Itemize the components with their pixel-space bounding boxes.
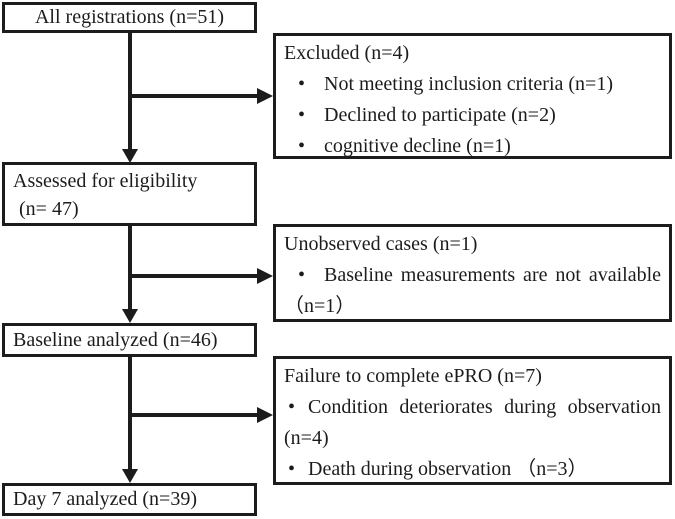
failure-item-2: • Death during observation （n=3）: [284, 454, 661, 485]
bullet-icon: •: [288, 396, 296, 418]
failure-item-1: • Condition deteriorates during observati…: [284, 392, 661, 423]
box-unobserved-title: Unobserved cases (n=1): [284, 233, 478, 255]
branch-line-excluded: [128, 94, 258, 98]
failure-item-2-text: Death during observation （n=3）: [308, 458, 588, 480]
box-failure-title: Failure to complete ePRO (n=7): [284, 365, 542, 387]
arrow-right-icon: [257, 407, 273, 423]
unobserved-item-1-continuation: （n=1）: [284, 295, 356, 317]
branch-line-failure: [128, 413, 258, 417]
excluded-item-1: • Not meeting inclusion criteria (n=1): [284, 69, 661, 100]
excluded-item-3-text: cognitive decline (n=1): [324, 135, 511, 157]
box-all-registrations-label: All registrations (n=51): [34, 6, 225, 28]
arrow-down-icon: [122, 469, 138, 483]
bullet-icon: •: [298, 135, 306, 157]
excluded-item-2-text: Declined to participate (n=2): [324, 104, 556, 126]
arrow-down-icon: [122, 149, 138, 163]
box-day7-label: Day 7 analyzed (n=39): [13, 488, 197, 510]
bullet-icon: •: [298, 104, 306, 126]
connector-line-2: [128, 226, 132, 309]
failure-item-1-text: Condition deteriorates during observatio…: [308, 396, 661, 418]
box-failure-epro: Failure to complete ePRO (n=7) • Conditio…: [273, 356, 672, 485]
excluded-item-2: • Declined to participate (n=2): [284, 100, 661, 131]
bullet-icon: •: [298, 73, 306, 95]
box-baseline-analyzed: Baseline analyzed (n=46): [2, 323, 257, 357]
bullet-icon: •: [298, 264, 306, 286]
connector-line-1: [128, 33, 132, 149]
bullet-icon: •: [288, 458, 296, 480]
box-assessed-eligibility: Assessed for eligibility (n= 47): [2, 162, 257, 226]
failure-item-1-continuation: (n=4): [284, 427, 329, 449]
arrow-down-icon: [122, 309, 138, 323]
box-day7-analyzed: Day 7 analyzed (n=39): [2, 483, 257, 516]
box-unobserved-cases: Unobserved cases (n=1) • Baseline measure…: [273, 224, 672, 322]
box-assessed-line1: Assessed for eligibility: [13, 170, 198, 192]
unobserved-item-1: • Baseline measurements are not available: [284, 260, 661, 291]
box-baseline-label: Baseline analyzed (n=46): [13, 328, 218, 351]
unobserved-item-1-text: Baseline measurements are not available: [324, 264, 661, 286]
excluded-item-1-text: Not meeting inclusion criteria (n=1): [324, 73, 613, 95]
branch-line-unobserved: [128, 274, 258, 278]
arrow-right-icon: [257, 88, 273, 104]
box-excluded-title: Excluded (n=4): [284, 42, 410, 64]
box-assessed-line2: (n= 47): [19, 198, 79, 220]
arrow-right-icon: [257, 268, 273, 284]
box-all-registrations: All registrations (n=51): [2, 2, 257, 33]
box-excluded: Excluded (n=4) • Not meeting inclusion cr…: [273, 33, 672, 159]
excluded-item-3: • cognitive decline (n=1): [284, 131, 661, 162]
